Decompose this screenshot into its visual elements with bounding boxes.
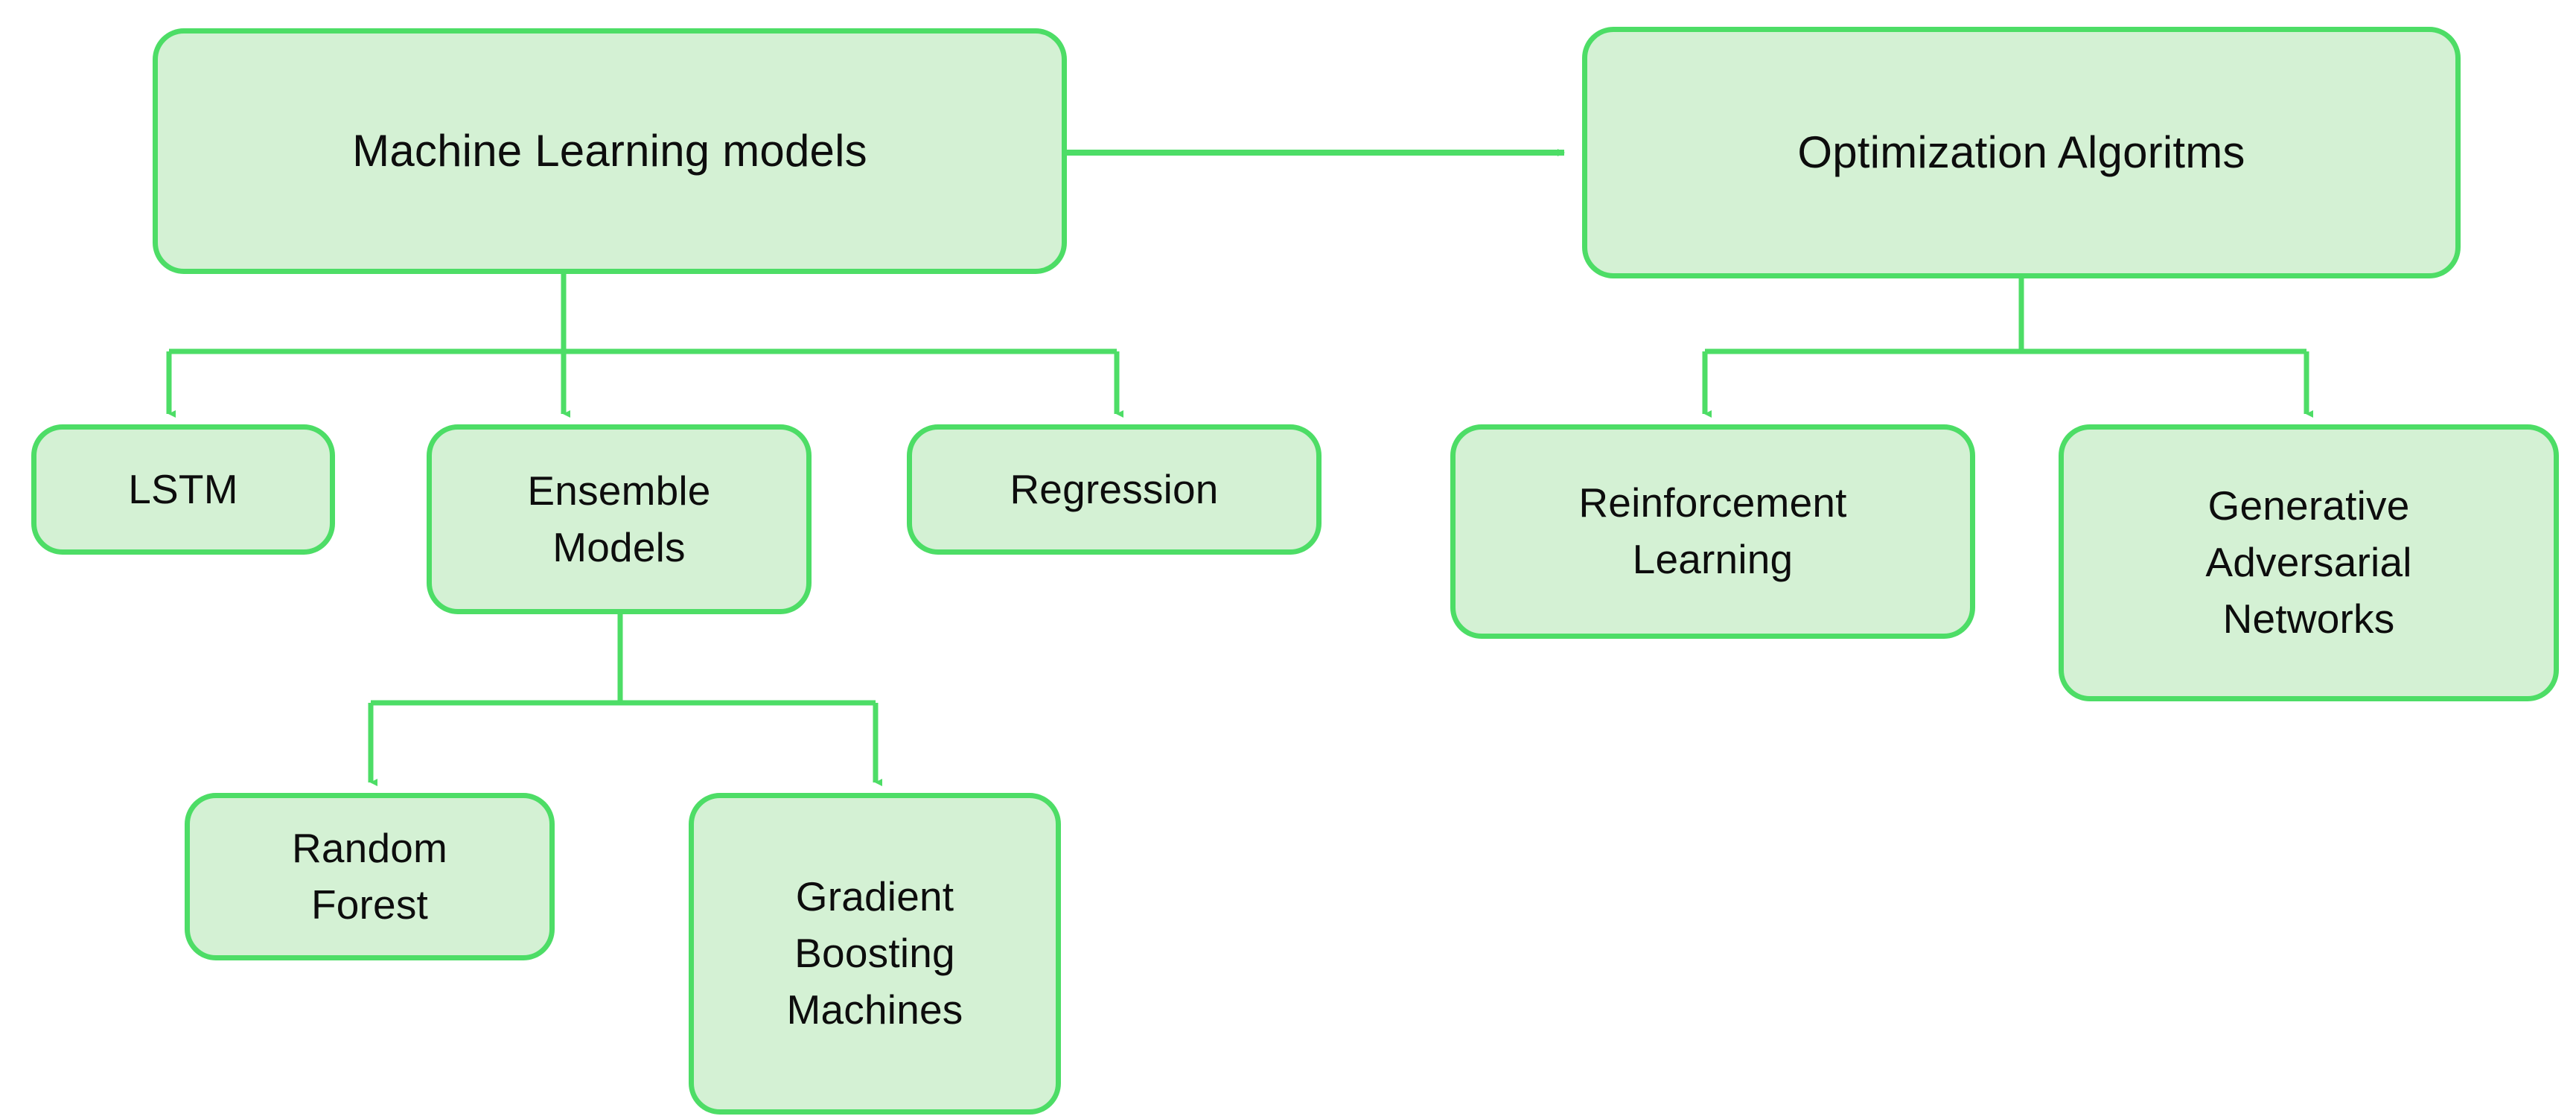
node-ml-models[interactable]: Machine Learning models xyxy=(153,28,1067,274)
node-optimization-algorithms[interactable]: Optimization Algoritms xyxy=(1582,27,2461,278)
node-generative-adversarial-networks[interactable]: Generative Adversarial Networks xyxy=(2059,424,2559,701)
node-random-forest-label: Random Forest xyxy=(291,824,448,928)
node-reinforcement-learning[interactable]: Reinforcement Learning xyxy=(1450,424,1975,639)
node-reinforcement-learning-label: Reinforcement Learning xyxy=(1578,479,1847,582)
node-gradient-boosting-machines[interactable]: Gradient Boosting Machines xyxy=(689,793,1061,1115)
node-gradient-boosting-machines-label: Gradient Boosting Machines xyxy=(786,873,963,1033)
node-ensemble-models[interactable]: Ensemble Models xyxy=(427,424,812,614)
node-optimization-algorithms-label: Optimization Algoritms xyxy=(1797,127,2245,177)
node-regression[interactable]: Regression xyxy=(907,424,1322,555)
node-ml-models-label: Machine Learning models xyxy=(352,125,867,176)
node-ensemble-models-label: Ensemble Models xyxy=(527,467,711,570)
node-lstm[interactable]: LSTM xyxy=(31,424,335,555)
node-random-forest[interactable]: Random Forest xyxy=(185,793,555,960)
node-generative-adversarial-networks-label: Generative Adversarial Networks xyxy=(2205,482,2412,642)
node-regression-label: Regression xyxy=(1010,465,1219,512)
node-lstm-label: LSTM xyxy=(128,465,238,512)
